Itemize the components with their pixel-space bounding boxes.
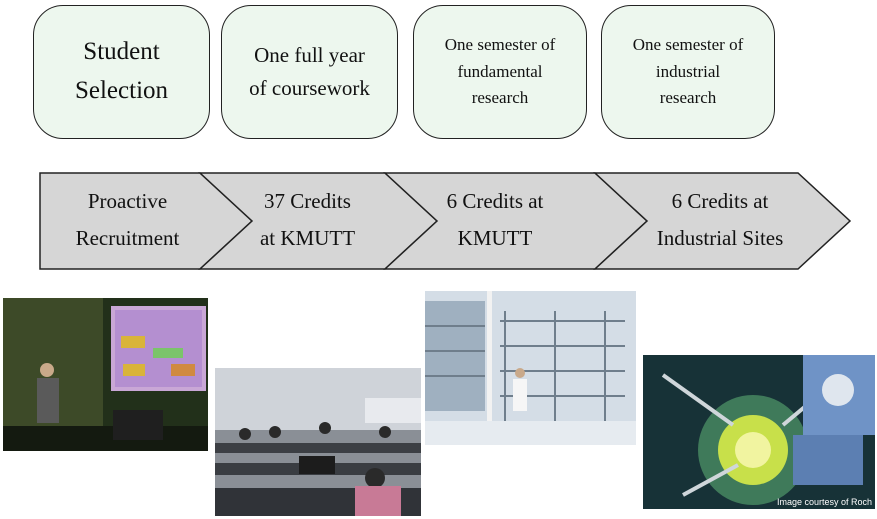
image-credit: Image courtesy of Roch: [776, 497, 872, 507]
stage-box-label: One full year of coursework: [249, 43, 370, 100]
classroom-photo: [215, 368, 421, 516]
presentation-photo: [3, 298, 208, 451]
step-label-coursework-credits: 37 Credits at KMUTT: [259, 189, 356, 250]
chevron-step-4: [593, 172, 852, 270]
stage-box-label: One semester of fundamental research: [444, 35, 556, 108]
step-label-research-credits: 6 Credits at KMUTT: [446, 189, 544, 250]
step-label-recruitment: Proactive Recruitment: [75, 189, 180, 250]
industrial-equipment-photo: Image courtesy of Roch: [643, 355, 875, 509]
step-label-industrial-credits: 6 Credits at Industrial Sites: [656, 189, 784, 250]
laboratory-photo: [425, 291, 636, 445]
stage-box-fundamental-research: One semester of fundamental research: [413, 5, 587, 139]
stage-box-industrial-research: One semester of industrial research: [601, 5, 775, 139]
stage-box-coursework: One full year of coursework: [221, 5, 398, 139]
stage-box-label: One semester of industrial research: [632, 35, 744, 108]
stage-box-student-selection: Student Selection: [33, 5, 210, 139]
stage-box-label: Student Selection: [74, 38, 169, 104]
process-chevrons: [39, 172, 852, 270]
